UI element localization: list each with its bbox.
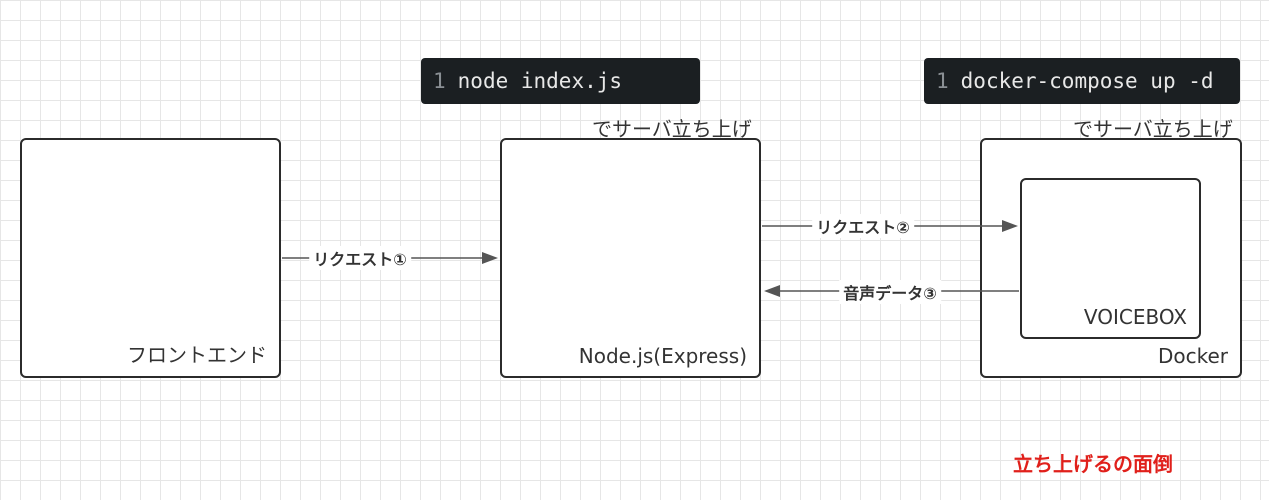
request-1-arrowhead <box>482 252 498 264</box>
frontend-box[interactable]: フロントエンド <box>20 138 281 378</box>
line-number: 1 <box>936 69 949 93</box>
node-express-label: Node.js(Express) <box>578 344 747 368</box>
request-2-arrowhead <box>1002 220 1018 232</box>
audio-data-3-arrowhead <box>764 285 780 297</box>
node-express-box[interactable]: Node.js(Express) <box>500 138 761 378</box>
request-2-label: リクエスト② <box>812 214 914 238</box>
line-number: 1 <box>433 69 446 93</box>
request-1-label: リクエスト① <box>309 246 411 270</box>
frontend-label: フロントエンド <box>127 343 267 367</box>
code-block-docker: 1 docker-compose up -d <box>924 58 1240 104</box>
command-text: docker-compose up -d <box>960 69 1214 93</box>
audio-data-3-label: 音声データ③ <box>839 280 941 304</box>
command-text: node index.js <box>457 69 623 93</box>
docker-label: Docker <box>1157 344 1228 368</box>
node-server-caption: でサーバ立ち上げ <box>592 117 752 141</box>
docker-server-caption: でサーバ立ち上げ <box>1073 117 1233 141</box>
hassle-note: 立ち上げるの面倒 <box>1013 452 1173 476</box>
voicebox-label: VOICEBOX <box>1083 305 1187 329</box>
voicebox-box[interactable]: VOICEBOX <box>1020 178 1201 339</box>
code-block-node: 1 node index.js <box>421 58 700 104</box>
